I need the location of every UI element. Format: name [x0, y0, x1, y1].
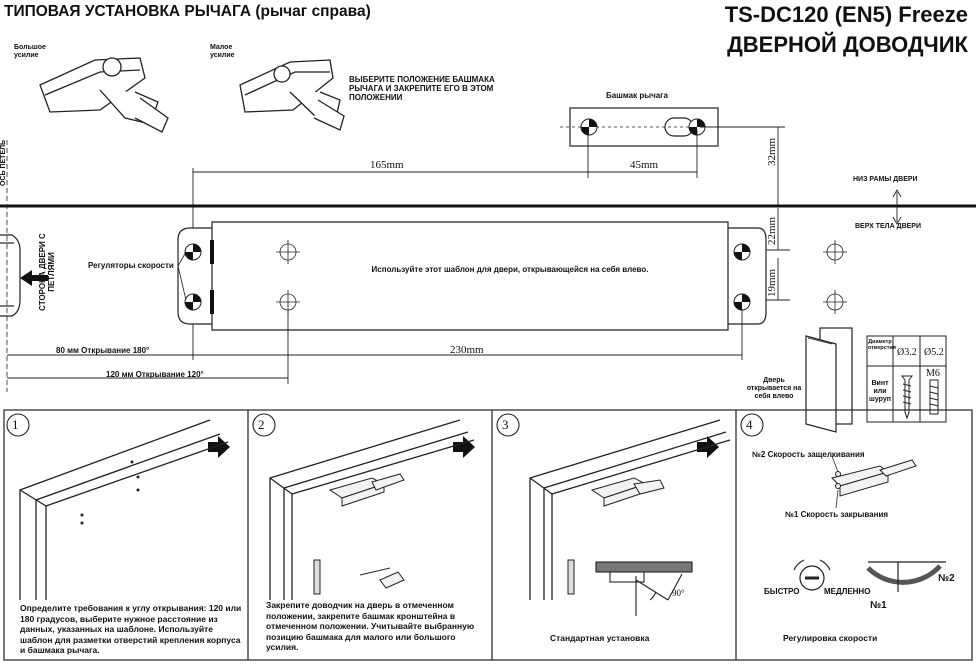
dim-22: 22mm	[766, 216, 778, 245]
hinge-side-label: СТОРОНА ДВЕРИ С ПЕТЛЯМИ	[38, 233, 56, 311]
fast-label: БЫСТРО	[764, 587, 800, 596]
closer-body-outline	[177, 221, 767, 331]
door-icon	[805, 327, 853, 433]
speed-2-label: №2 Скорость защелкивания	[752, 450, 865, 459]
hole-table-grid	[866, 335, 947, 423]
door-opens-label: Дверь открывается на себя влево	[746, 377, 802, 400]
open-180-label: 80 мм Открывание 180°	[56, 346, 150, 355]
dim-32: 32mm	[766, 137, 778, 166]
big-force-label: Большое усилие	[14, 44, 46, 59]
product-title: ДВЕРНОЙ ДОВОДЧИК	[727, 32, 968, 57]
step-1-text: Определите требования к углу открывания:…	[20, 603, 242, 655]
diameter-label: Диаметр отверстия	[868, 339, 896, 351]
open-120-label: 120 мм Открывание 120°	[106, 370, 204, 379]
n2-label: №2	[938, 573, 955, 584]
step-3-number: 3	[502, 417, 509, 432]
bottom-dimension-lines	[7, 310, 743, 384]
top-dimension-lines	[192, 126, 790, 360]
template-usage-text: Используйте этот шаблон для двери, откры…	[371, 265, 649, 274]
next-arrows	[208, 436, 719, 458]
step-2-number: 2	[258, 417, 265, 432]
regulator-leaders	[177, 251, 187, 301]
dim-165: 165mm	[370, 159, 404, 171]
small-force-label: Малое усилие	[210, 44, 235, 59]
dim-45: 45mm	[630, 159, 659, 171]
step2-closer	[328, 473, 405, 589]
speed-regulators-label: Регуляторы скорости	[88, 261, 174, 270]
model-title: TS-DC120 (EN5) Freeze	[724, 2, 968, 27]
left-title: ТИПОВАЯ УСТАНОВКА РЫЧАГА (рычаг справа)	[4, 3, 371, 20]
shoe-instruction: ВЫБЕРИТЕ ПОЛОЖЕНИЕ БАШМАКА РЫЧАГА И ЗАКР…	[349, 75, 495, 102]
screw-icons	[901, 375, 939, 420]
small-force-arm-sketch	[239, 59, 345, 131]
n1-label: №1	[870, 600, 887, 611]
dim-230: 230mm	[450, 344, 484, 356]
door-top-label: ВЕРХ ТЕЛА ДВЕРИ	[855, 223, 922, 230]
slow-label: МЕДЛЕННО	[824, 587, 871, 596]
step2-door-frame	[269, 419, 475, 600]
step2-hinge	[313, 559, 321, 595]
step-2-text: Закрепите доводчик на дверь в отмеченном…	[266, 600, 475, 652]
hinge-side-arrow	[20, 270, 48, 286]
step-4-number: 4	[746, 417, 753, 432]
diameter-1: Ø3.2	[897, 347, 917, 358]
step1-marks	[80, 460, 140, 525]
shoe-label: Башмак рычага	[606, 91, 668, 100]
step3-top-view	[595, 561, 693, 616]
diameter-2: Ø5.2	[924, 347, 944, 358]
steps-panel-frame	[3, 409, 973, 661]
speed-arc	[866, 561, 946, 592]
frame-arrows	[892, 189, 902, 225]
step3-hinge	[567, 559, 575, 595]
hinge-axis-label: ОСЬ ПЕТЕЛЬ	[0, 139, 7, 186]
step-3-text: Стандартная установка	[550, 633, 650, 643]
step3-closer	[590, 477, 665, 507]
frame-bottom-label: НИЗ РАМЫ ДВЕРИ	[853, 176, 918, 183]
step4-leaders	[831, 455, 839, 509]
step-3-angle: 90°	[672, 588, 685, 598]
hinge-shape	[0, 234, 21, 317]
big-force-arm-sketch	[39, 57, 169, 133]
step-1-number: 1	[12, 417, 19, 432]
step-4-text: Регулировка скорости	[783, 633, 878, 643]
screw-m6: M6	[926, 368, 940, 379]
speed-dial	[793, 559, 831, 591]
screw-label: Винт или шуруп	[869, 380, 891, 403]
step-circles	[6, 413, 764, 437]
step1-door-frame	[19, 419, 229, 600]
step4-closer	[831, 459, 917, 497]
speed-1-label: №1 Скорость закрывания	[785, 510, 889, 519]
step3-door-frame	[529, 419, 731, 600]
dim-19: 19mm	[766, 268, 778, 297]
